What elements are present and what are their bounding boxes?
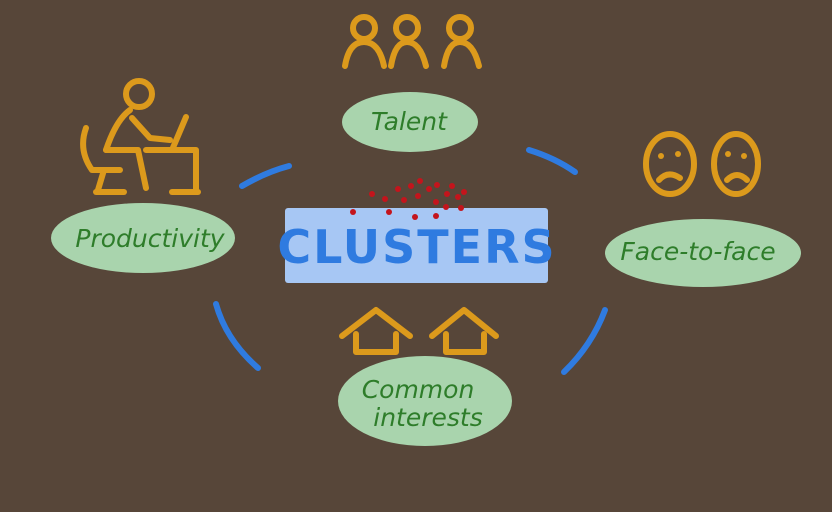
red-dots: [350, 178, 467, 220]
center-box: [285, 208, 548, 283]
connector-arcs: [213, 147, 608, 375]
face-to-face-label: Face-to-face: [620, 237, 775, 266]
node-talent: Talent: [342, 14, 482, 152]
node-face-to-face: Face-to-face: [605, 131, 801, 287]
productivity-label: Productivity: [75, 224, 225, 253]
center-node: CLUSTERS: [277, 178, 556, 283]
node-common-interests: Common interests: [338, 307, 512, 446]
common-interests-label-line1: Common: [362, 375, 475, 404]
center-title: CLUSTERS: [277, 220, 556, 274]
faces-icon: [643, 131, 761, 197]
talent-pill: [342, 92, 478, 152]
connector-arc-top-left: [239, 163, 292, 189]
common-interests-label-line2: interests: [373, 403, 483, 432]
talent-label: Talent: [371, 107, 448, 136]
common-interests-pill: [338, 356, 512, 446]
face-to-face-pill: [605, 219, 801, 287]
people-icon: [342, 14, 482, 69]
person-at-desk-icon: [80, 78, 201, 195]
connector-arc-top-right: [526, 147, 578, 175]
node-productivity: Productivity: [51, 78, 235, 273]
productivity-pill: [51, 203, 235, 273]
connector-arc-bottom-right: [561, 307, 608, 375]
houses-icon: [339, 307, 499, 355]
connector-arc-bottom-left: [213, 301, 261, 371]
